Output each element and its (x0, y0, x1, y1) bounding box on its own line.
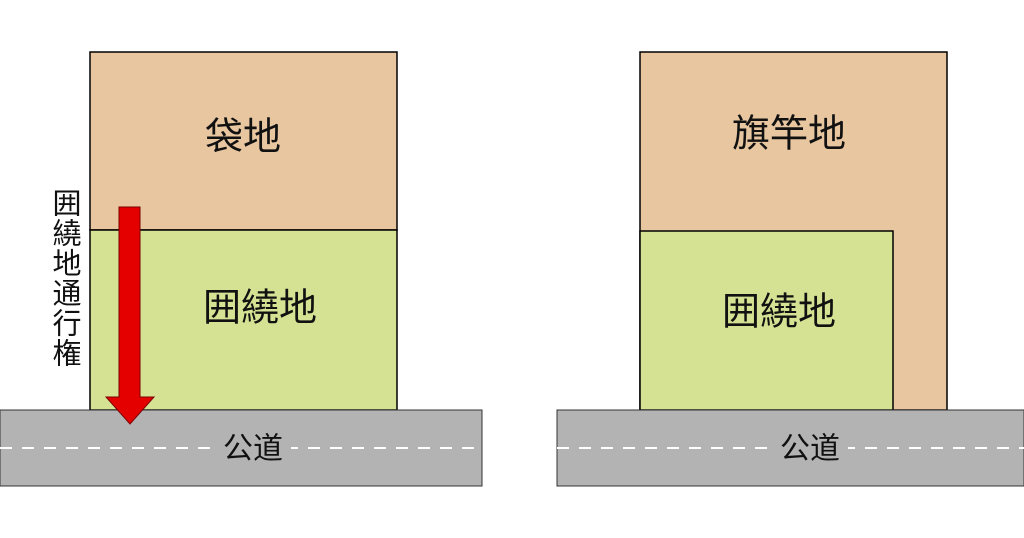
left-diagram: 袋地 囲繞地 公道 囲繞地通行権 (0, 51, 483, 487)
left-road-label-bg (215, 432, 291, 466)
easement-vertical-label: 囲繞地通行権 (48, 188, 82, 368)
right-road-label-bg (772, 432, 848, 466)
right-of-way-arrow (104, 206, 156, 425)
left-rear-lot-label: 袋地 (205, 115, 281, 159)
right-surrounding-lot-label: 囲繞地 (722, 290, 836, 334)
left-rear-lot (89, 51, 398, 231)
right-diagram: 旗竿地 囲繞地 公道 (556, 51, 1024, 487)
right-surrounding-lot (639, 230, 894, 411)
left-surrounding-lot-label: 囲繞地 (203, 286, 317, 330)
left-surrounding-lot (89, 229, 398, 411)
right-road-label: 公道 (780, 432, 840, 467)
right-flag-lot-label: 旗竿地 (732, 112, 846, 156)
left-road-label: 公道 (223, 432, 283, 467)
